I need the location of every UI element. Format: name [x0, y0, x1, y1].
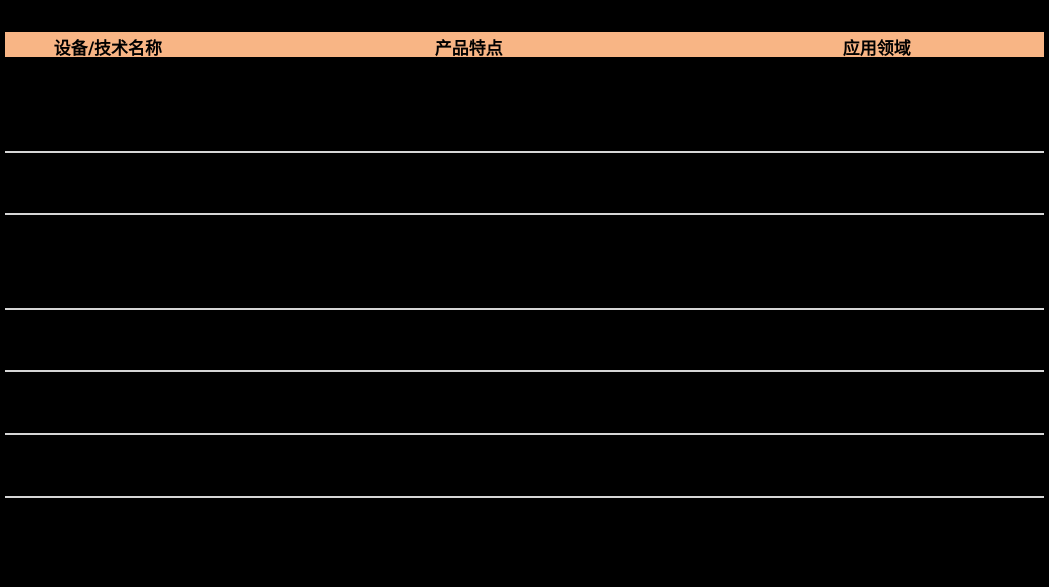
table-row [5, 215, 1044, 308]
table-row [5, 57, 1044, 151]
row-divider [5, 213, 1044, 215]
column-header-application: 应用领域 [843, 39, 911, 59]
table-row [5, 372, 1044, 433]
column-header-features: 产品特点 [435, 39, 503, 59]
table-row [5, 498, 1044, 586]
row-divider [5, 496, 1044, 498]
table-row [5, 310, 1044, 370]
row-divider [5, 433, 1044, 435]
table-row [5, 435, 1044, 496]
row-divider [5, 308, 1044, 310]
row-divider [5, 151, 1044, 153]
column-header-name: 设备/技术名称 [54, 39, 163, 59]
table-header: 设备/技术名称 产品特点 应用领域 [5, 32, 1044, 59]
table-row [5, 153, 1044, 213]
row-divider [5, 370, 1044, 372]
